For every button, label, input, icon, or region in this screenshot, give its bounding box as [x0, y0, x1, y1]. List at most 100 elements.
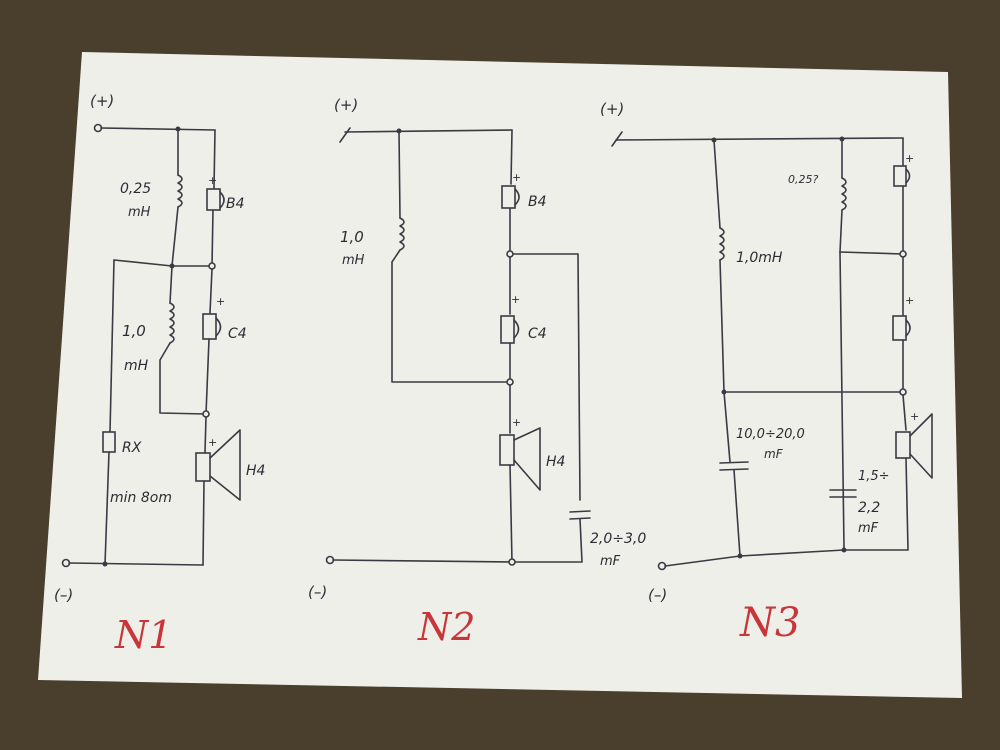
n1-inductor-mid-unit: mH — [124, 358, 149, 374]
diagram-n3: (+) 1,0mH 0,25? + + + — [600, 100, 933, 646]
n3-plus-terminal — [611, 131, 623, 147]
n1-wire — [205, 338, 210, 415]
diagram-n2: (+) 1,0 mH + B4 + C4 + H4 — [308, 96, 646, 649]
n2-wire — [391, 249, 511, 383]
n1-midrange-cone — [215, 317, 222, 337]
n3-capacitor-left-unit: mF — [764, 447, 784, 461]
n1-wire — [159, 342, 207, 415]
n3-speaker-bottom-cone — [909, 413, 933, 479]
n2-wire — [510, 129, 513, 185]
n2-wire — [398, 130, 401, 219]
n2-tweeter-label: B4 — [528, 194, 547, 210]
n2-node — [506, 250, 514, 258]
n3-wire — [902, 394, 907, 431]
n2-midrange-speaker — [500, 315, 515, 344]
n1-minus-terminal-label: (–) — [54, 586, 73, 604]
n2-node — [508, 558, 516, 566]
n3-wire — [733, 469, 741, 557]
n1-wire — [204, 416, 207, 453]
n3-speaker-top-cone — [905, 168, 911, 184]
n1-number: N1 — [114, 613, 172, 657]
n3-speaker-mid-cone — [905, 319, 911, 337]
n1-tweeter-label: B4 — [226, 196, 245, 212]
diagram-n1: (+) 0,25 mH + B4 1,0 mH + C4 — [54, 92, 265, 657]
n1-wire — [104, 451, 110, 565]
n2-woofer-speaker — [499, 434, 515, 466]
n1-node — [208, 262, 216, 270]
n2-bottom-rail — [332, 559, 513, 563]
n1-woofer-speaker — [195, 452, 211, 482]
n3-capacitor-right — [829, 489, 857, 498]
n3-capacitor-right-value-top: 1,5÷ — [858, 469, 890, 484]
n2-inductor — [399, 217, 405, 251]
n3-mid-rail — [839, 251, 904, 255]
n3-wire — [723, 391, 731, 463]
n2-wire — [509, 464, 513, 563]
n3-wire — [713, 139, 721, 229]
n1-midrange-label: C4 — [228, 326, 247, 342]
n1-inductor-top-unit: mH — [128, 205, 151, 220]
n3-minus-terminal-label: (–) — [648, 586, 667, 604]
n2-tweeter-speaker — [501, 185, 516, 209]
n3-inductor-left — [719, 227, 725, 261]
n1-wire — [211, 209, 214, 267]
n1-node — [102, 561, 108, 567]
n2-plus-terminal-label: (+) — [334, 96, 358, 114]
n3-node — [841, 547, 847, 553]
n3-speaker-mid-plus: + — [905, 294, 914, 307]
n2-number: N2 — [417, 605, 475, 649]
n3-wire — [839, 251, 845, 549]
n2-capacitor-value: 2,0÷3,0 — [590, 531, 646, 547]
n3-speaker-top — [893, 165, 907, 187]
n2-midrange-label: C4 — [528, 326, 547, 342]
n3-plus-terminal-label: (+) — [600, 100, 624, 118]
n1-tweeter-plus: + — [208, 174, 217, 187]
n1-resistor-note: min 8om — [110, 490, 172, 506]
n1-node — [202, 410, 210, 418]
n2-minus-terminal-label: (–) — [308, 583, 327, 601]
n1-midrange-speaker — [202, 313, 217, 340]
n3-wire — [843, 457, 909, 551]
n1-midrange-plus: + — [216, 295, 225, 308]
n1-wire — [209, 268, 213, 314]
n1-tweeter-speaker — [206, 188, 221, 211]
n1-resistor — [102, 431, 116, 453]
n1-top-rail — [100, 127, 216, 131]
n2-midrange-plus: + — [511, 293, 520, 306]
n1-tweeter-cone — [219, 191, 225, 209]
n1-wire — [171, 206, 179, 267]
n1-inductor-top — [177, 174, 183, 208]
n2-inductor-unit: mH — [342, 253, 365, 268]
n1-woofer-plus: + — [208, 436, 217, 449]
n3-node — [899, 250, 907, 258]
n3-top-rail — [615, 137, 904, 141]
n1-wire — [169, 265, 173, 304]
n1-inductor-mid — [169, 302, 175, 344]
n1-inductor-top-value: 0,25 — [120, 181, 151, 197]
n3-speaker-top-plus: + — [905, 152, 914, 165]
n2-node — [506, 378, 514, 386]
n1-woofer-label: H4 — [246, 463, 265, 479]
n1-bottom-rail — [68, 562, 204, 566]
n3-inductor-right-label: 0,25? — [788, 173, 818, 186]
n3-speaker-mid — [892, 315, 907, 341]
n1-wire — [109, 259, 115, 433]
n1-wire — [202, 480, 205, 566]
n1-inductor-mid-value: 1,0 — [122, 322, 146, 340]
n3-wire — [839, 209, 843, 253]
n2-right-rail — [509, 253, 581, 501]
n3-inductor-left-label: 1,0mH — [736, 250, 783, 266]
n3-node — [737, 553, 743, 559]
n3-capacitor-right-unit: mF — [858, 521, 879, 536]
n2-inductor-value: 1,0 — [340, 228, 364, 246]
n2-top-rail — [344, 129, 513, 133]
n3-speaker-bottom — [895, 431, 911, 459]
n3-speaker-bottom-plus: + — [910, 410, 919, 423]
n3-node — [899, 388, 907, 396]
n2-woofer-cone — [513, 427, 541, 491]
n2-woofer-plus: + — [512, 416, 521, 429]
n2-wire — [511, 518, 583, 563]
n2-plus-terminal — [339, 127, 351, 143]
n3-capacitor-left-value: 10,0÷20,0 — [736, 427, 805, 442]
